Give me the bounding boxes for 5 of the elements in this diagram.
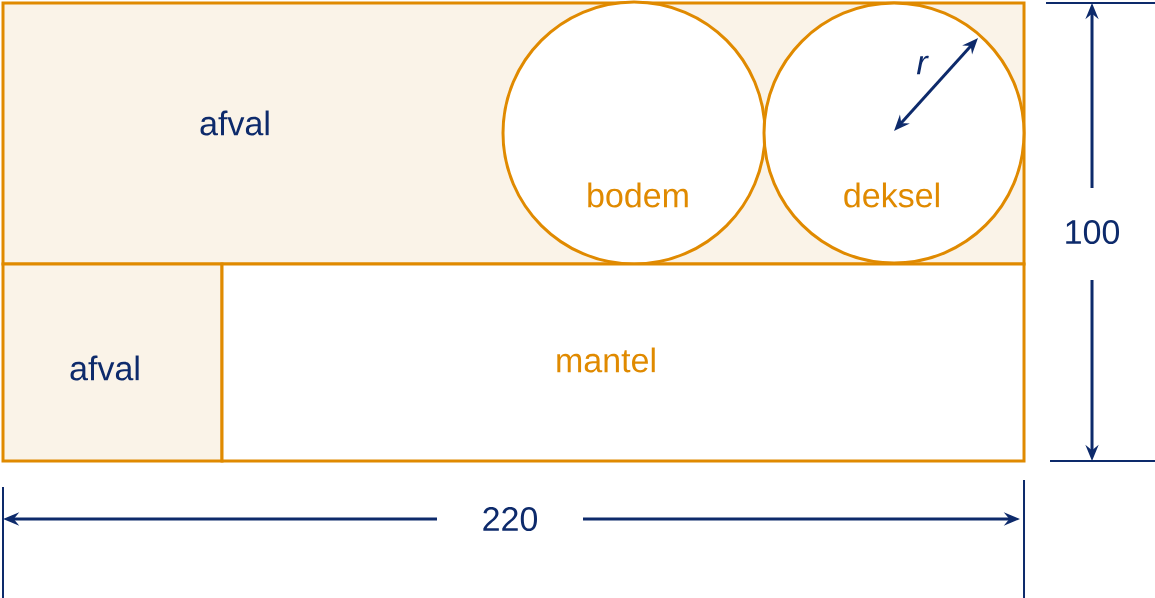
dimension-label: 220 [483,506,538,532]
radius-label: r [916,55,929,75]
waste-region: afval [1,262,224,463]
circle-region: bodem [501,0,767,266]
dimension-label: 100 [1066,219,1120,245]
